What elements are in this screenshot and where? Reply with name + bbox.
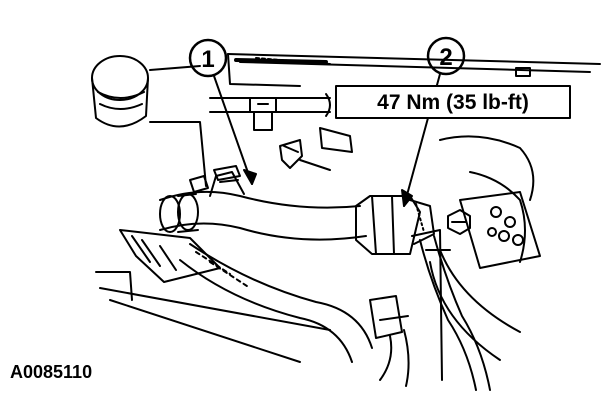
figure-id: A0085110 xyxy=(10,362,93,382)
torque-spec-label: 47 Nm (35 lb-ft) xyxy=(335,85,571,119)
callout-2: 2 xyxy=(401,36,466,207)
torque-spec-text: 47 Nm (35 lb-ft) xyxy=(377,91,529,114)
callout-1-number: 1 xyxy=(201,46,214,73)
callout-2-number: 2 xyxy=(439,44,452,71)
callout-1: 1 xyxy=(188,38,257,185)
hose-assembly xyxy=(159,165,491,391)
hose-fitting xyxy=(355,195,421,255)
